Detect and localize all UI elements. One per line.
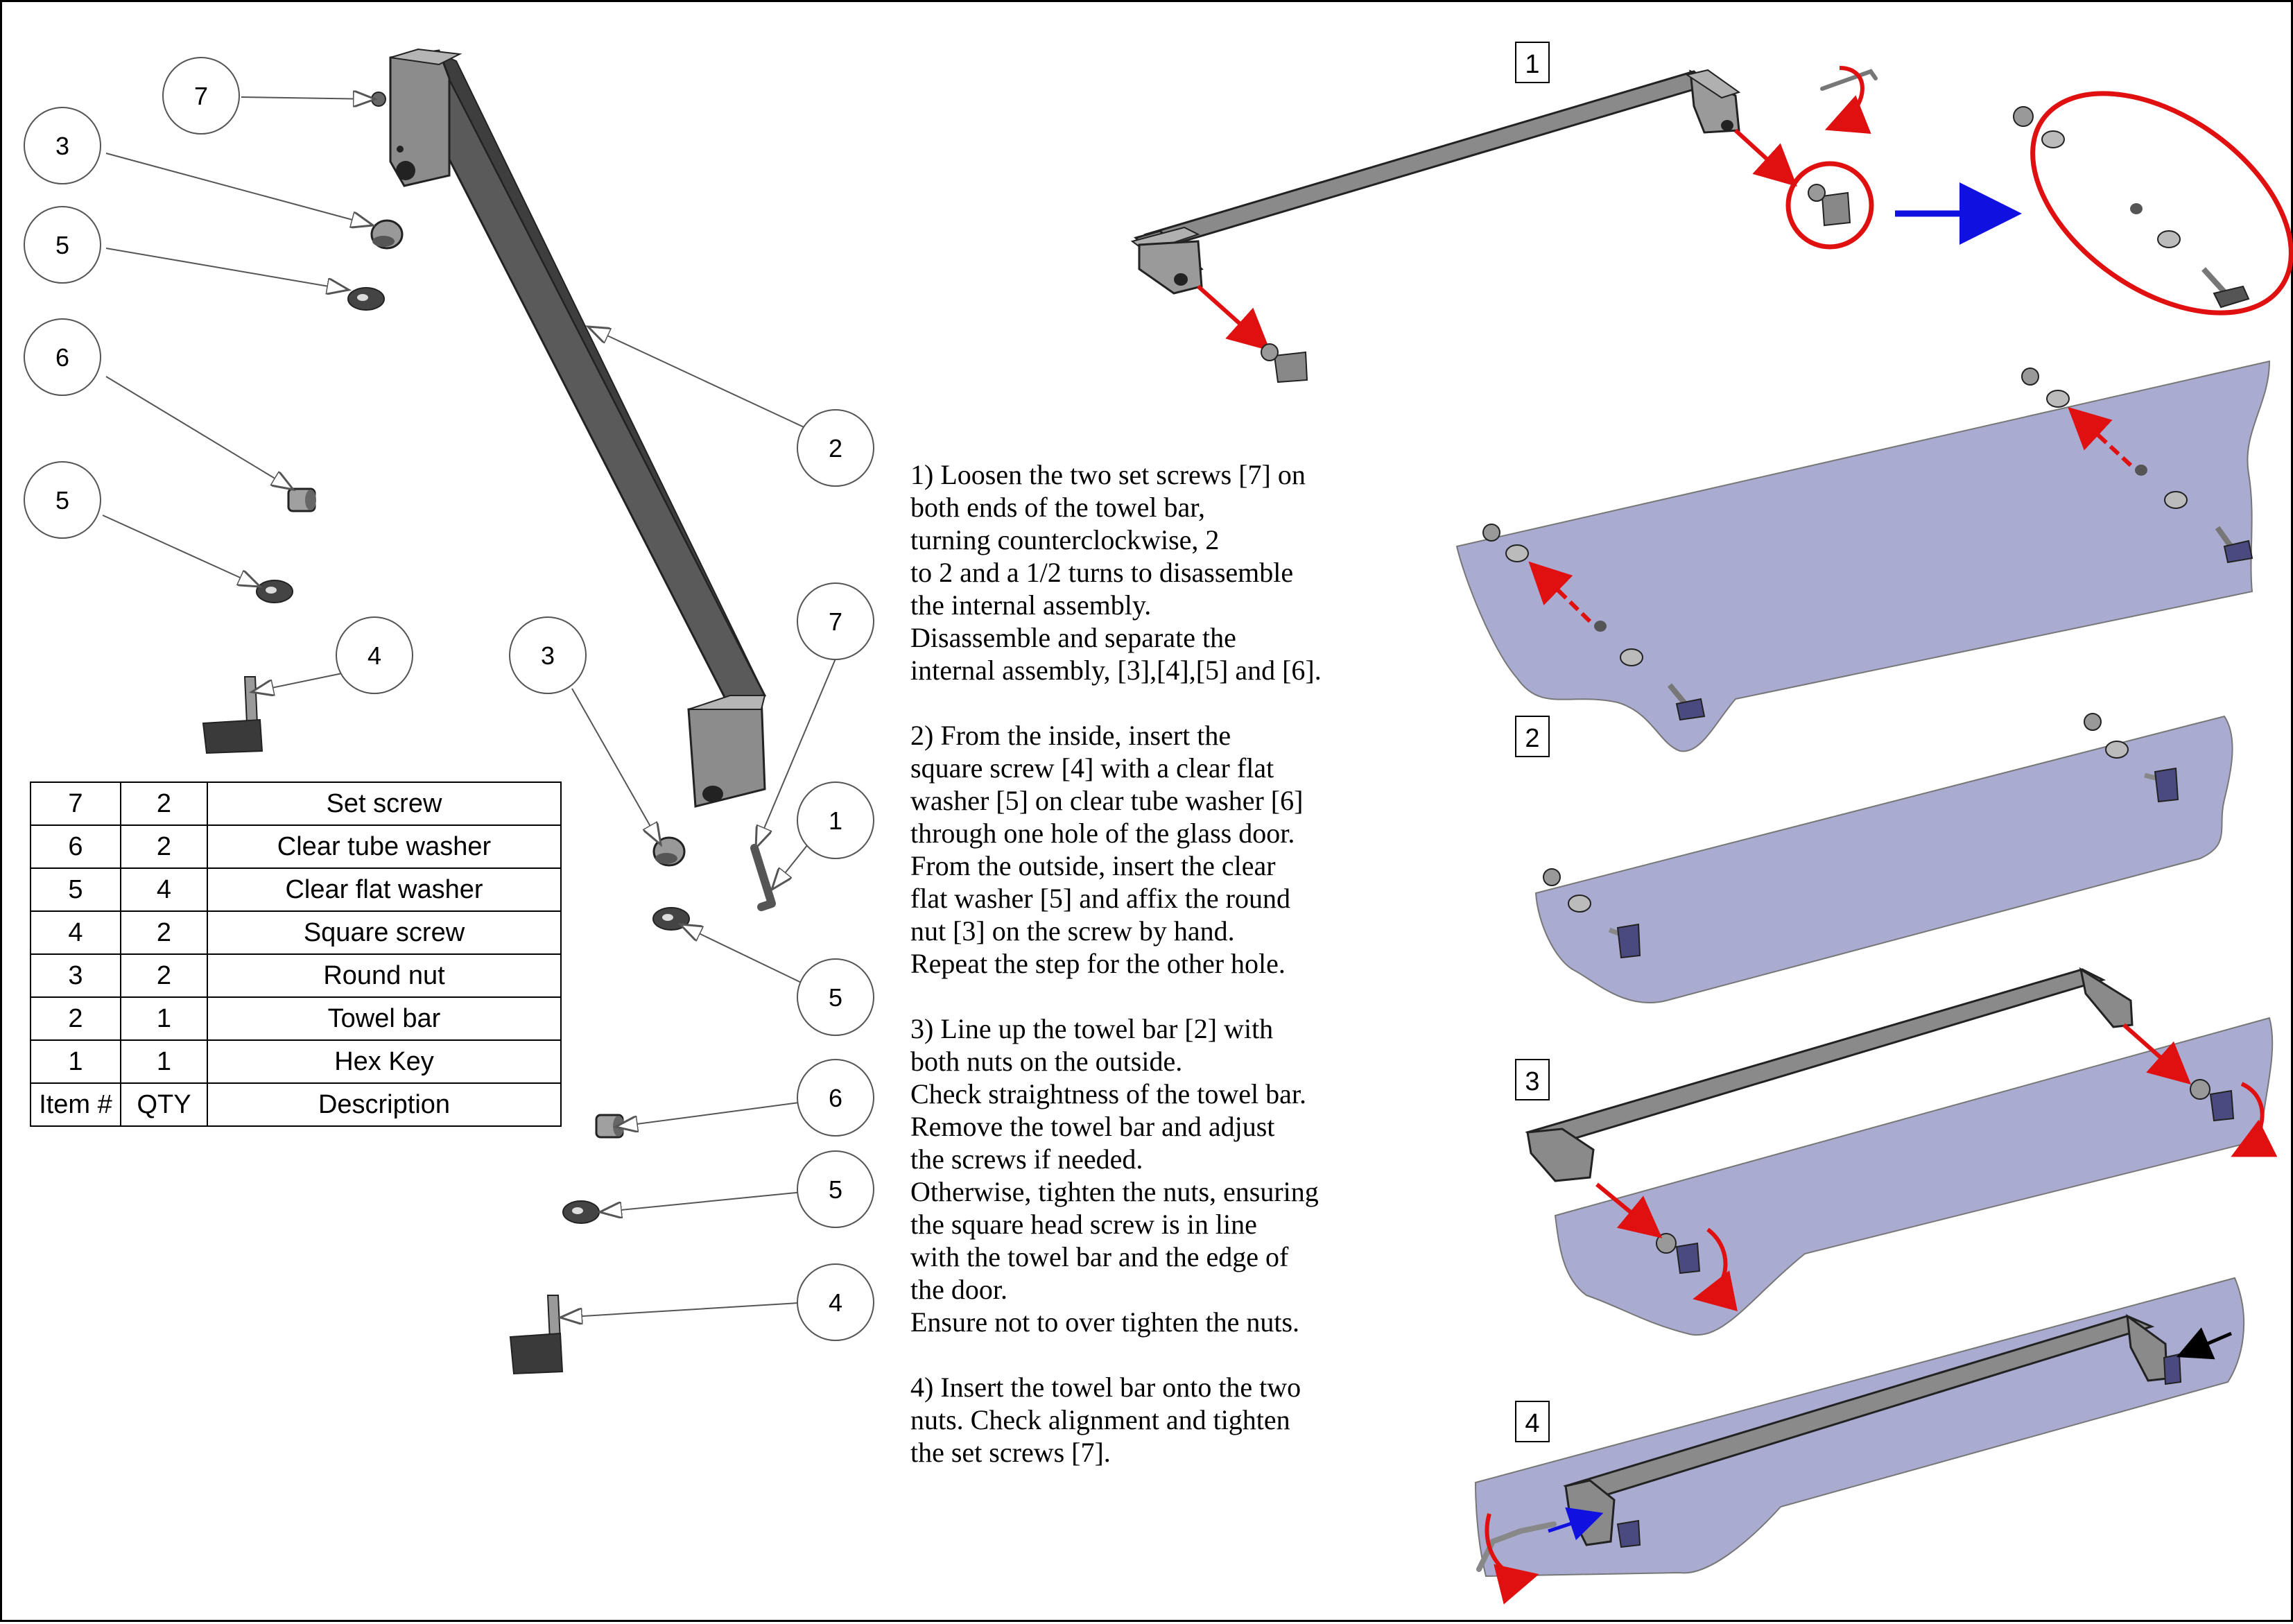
step-2-illustration: 2 (1515, 713, 2233, 1003)
svg-text:2: 2 (829, 434, 842, 463)
svg-text:6: 6 (55, 343, 69, 372)
callout-bubble: 3 (24, 107, 101, 184)
svg-text:7: 7 (829, 607, 842, 636)
item-number-header: Item # (30, 1082, 121, 1127)
step-label-box (1515, 1059, 1550, 1100)
item-number-cell: 4 (30, 910, 121, 955)
flat-washer-part (256, 580, 293, 603)
callout-bubbles: 7 3 5 6 5 4 2 (24, 57, 874, 1341)
square-screw-part (202, 676, 263, 754)
step-label-box (1515, 716, 1550, 757)
instruction-step-4: 4) Insert the towel bar onto the two nut… (910, 1372, 1301, 1468)
table-row: 6 2 Clear tube washer (30, 824, 562, 869)
step-label: 3 (1525, 1067, 1539, 1096)
instruction-step-3: 3) Line up the towel bar [2] with both n… (910, 1013, 1319, 1338)
step-3-illustration: 3 (1515, 967, 2278, 1336)
callout-bubble: 3 (509, 616, 587, 694)
leader-lines (102, 97, 838, 1318)
svg-text:7: 7 (194, 82, 208, 110)
step-4-illustration: 4 (1474, 1277, 2245, 1605)
round-nut-part (370, 219, 404, 250)
item-number-cell: 5 (30, 867, 121, 912)
callout-bubble: 4 (797, 1263, 874, 1341)
hex-key-part (750, 844, 776, 911)
quantity-cell: 2 (120, 953, 208, 998)
table-header-row: Item # QTY Description (30, 1082, 562, 1127)
description-cell: Set screw (207, 781, 562, 826)
svg-text:3: 3 (541, 641, 555, 670)
step-label-box (1515, 1401, 1550, 1442)
quantity-cell: 2 (120, 824, 208, 869)
description-cell: Clear flat washer (207, 867, 562, 912)
description-cell: Towel bar (207, 996, 562, 1041)
step-label: 2 (1525, 724, 1539, 753)
description-header: Description (207, 1082, 562, 1127)
callout-bubble: 4 (336, 616, 413, 694)
svg-text:5: 5 (55, 486, 69, 515)
svg-text:5: 5 (829, 983, 842, 1012)
callout-bubble: 6 (24, 318, 101, 396)
quantity-cell: 4 (120, 867, 208, 912)
callout-bubble: 7 (162, 57, 240, 135)
description-cell: Hex Key (207, 1039, 562, 1084)
quantity-cell: 1 (120, 1039, 208, 1084)
item-number-cell: 6 (30, 824, 121, 869)
item-number-cell: 2 (30, 996, 121, 1041)
quantity-header: QTY (120, 1082, 208, 1127)
svg-text:4: 4 (367, 641, 381, 670)
tube-washer-part (287, 487, 316, 512)
step-1-illustration: 1 (1130, 42, 2293, 383)
quantity-cell: 2 (120, 781, 208, 826)
description-cell: Round nut (207, 953, 562, 998)
instruction-step-1: 1) Loosen the two set screws [7] on both… (910, 459, 1322, 686)
quantity-cell: 2 (120, 910, 208, 955)
towel-bar-part (389, 48, 767, 808)
callout-bubble: 5 (24, 461, 101, 539)
table-row: 3 2 Round nut (30, 953, 562, 998)
instruction-step-2: 2) From the inside, insert the square sc… (910, 720, 1304, 979)
svg-text:5: 5 (829, 1175, 842, 1204)
callout-bubble: 5 (24, 206, 101, 284)
table-row: 4 2 Square screw (30, 910, 562, 955)
parts-table: 7 2 Set screw 6 2 Clear tube washer 5 4 … (30, 781, 562, 1127)
table-row: 1 1 Hex Key (30, 1039, 562, 1084)
assembly-instructions: 1) Loosen the two set screws [7] on both… (910, 458, 1437, 1501)
flat-washer-part (562, 1200, 600, 1224)
svg-text:5: 5 (55, 231, 69, 259)
item-number-cell: 7 (30, 781, 121, 826)
description-cell: Square screw (207, 910, 562, 955)
square-screw-part (509, 1295, 564, 1375)
step-label: 4 (1525, 1409, 1539, 1438)
callout-bubble: 2 (797, 409, 874, 487)
table-row: 5 4 Clear flat washer (30, 867, 562, 912)
exploded-view: 7 3 5 6 5 4 2 (24, 48, 874, 1375)
step-label-box (1515, 42, 1550, 83)
item-number-cell: 3 (30, 953, 121, 998)
step-1-door-view (1455, 360, 2271, 752)
quantity-cell: 1 (120, 996, 208, 1041)
svg-text:3: 3 (55, 132, 69, 160)
item-number-cell: 1 (30, 1039, 121, 1084)
callout-bubble: 1 (797, 781, 874, 859)
callout-bubble: 5 (797, 958, 874, 1036)
svg-text:1: 1 (829, 806, 842, 835)
table-row: 2 1 Towel bar (30, 996, 562, 1041)
svg-text:4: 4 (829, 1288, 842, 1317)
description-cell: Clear tube washer (207, 824, 562, 869)
table-row: 7 2 Set screw (30, 781, 562, 826)
svg-text:6: 6 (829, 1084, 842, 1112)
flat-washer-part (347, 287, 385, 311)
step-label: 1 (1525, 50, 1539, 79)
callout-bubble: 7 (797, 582, 874, 660)
callout-bubble: 5 (797, 1150, 874, 1228)
callout-bubble: 6 (797, 1059, 874, 1137)
